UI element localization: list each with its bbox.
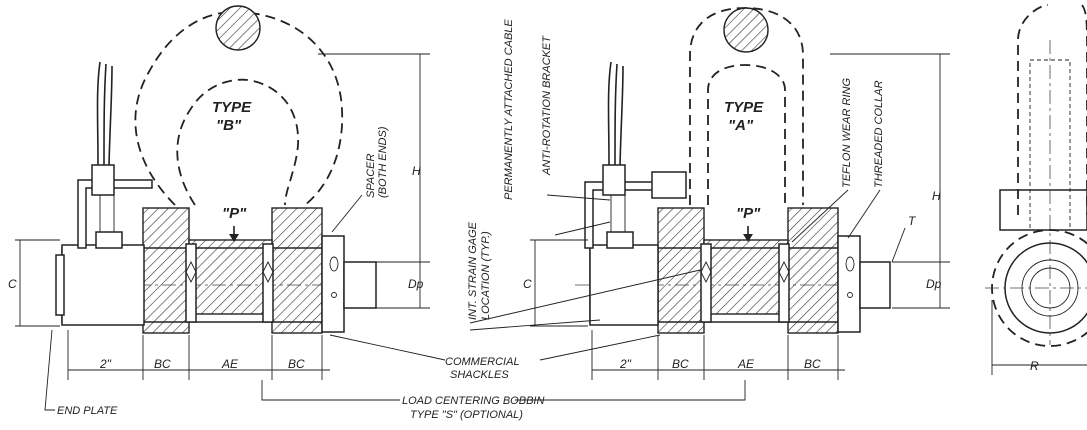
type-b-end-plate: [55, 254, 65, 316]
anti-rotation-label: ANTI-ROTATION BRACKET: [541, 35, 553, 176]
dim-bc-mid-2: BC: [804, 357, 821, 371]
dim-h-left: H: [412, 164, 421, 178]
dim-t: T: [908, 214, 917, 228]
type-a-pin-section: [723, 7, 769, 53]
type-b-view: [15, 5, 430, 411]
type-a-title: TYPE: [724, 99, 764, 116]
type-a-shackle-inner: [707, 64, 786, 205]
bobbin-label: LOAD CENTERING BOBBIN: [402, 395, 544, 407]
teflon-ring-label: TEFLON WEAR RING: [841, 78, 853, 188]
type-b-shackle-inner: [176, 78, 299, 206]
type-a-end-housing: [589, 244, 659, 326]
permanent-cable-label: PERMANENTLY ATTACHED CABLE: [503, 19, 515, 200]
type-b-title: TYPE: [212, 99, 252, 116]
type-b-right-leg: [271, 207, 323, 334]
dim-r: R: [1030, 359, 1039, 373]
dim-bc-mid-1: BC: [672, 357, 689, 371]
dim-dp-mid: Dp: [926, 277, 942, 291]
dim-ae-left: AE: [221, 357, 239, 371]
spacer-sublabel: (BOTH ENDS): [377, 126, 389, 198]
type-b-pin-section: [215, 5, 261, 51]
type-b-bobbin: [188, 239, 273, 315]
dim-bc-left-2: BC: [288, 357, 305, 371]
dim-c-mid: C: [523, 277, 532, 291]
dim-dp-left: Dp: [408, 277, 424, 291]
type-a-view: [261, 7, 950, 401]
type-a-right-leg: [787, 207, 839, 334]
type-b-thread-stub: [343, 261, 377, 309]
spacer-label: SPACER: [365, 154, 377, 198]
commercial-shackles-sublabel: SHACKLES: [450, 369, 509, 381]
type-b-end-housing: [61, 244, 145, 326]
type-b-load-point: "P": [222, 205, 247, 222]
type-b-connector: [91, 164, 115, 196]
type-b-subtitle: "B": [216, 117, 242, 134]
type-b-anti-rotation-bracket: [77, 179, 153, 249]
dim-2in-left: 2": [99, 357, 112, 371]
threaded-collar-label: THREADED COLLAR: [873, 80, 885, 188]
bobbin-sublabel: TYPE "S" (OPTIONAL): [410, 409, 523, 421]
commercial-shackles-label: COMMERCIAL: [445, 356, 520, 368]
end-view-shackle: [1017, 4, 1087, 215]
type-b-cable: [96, 61, 113, 166]
type-a-subtitle: "A": [728, 117, 754, 134]
type-a-load-point: "P": [736, 205, 761, 222]
type-a-connector: [602, 164, 626, 196]
int-strain-gage-sublabel: LOCATION (TYP.): [480, 231, 492, 320]
dim-bc-left-1: BC: [154, 357, 171, 371]
type-a-cable: [607, 61, 624, 166]
type-b-left-leg: [142, 207, 190, 334]
end-view: [985, 4, 1087, 375]
type-b-spacer: [321, 235, 345, 333]
type-a-bobbin: [703, 239, 789, 315]
dim-c-left: C: [8, 277, 17, 291]
dim-ae-mid: AE: [737, 357, 755, 371]
int-strain-gage-label: INT. STRAIN GAGE: [467, 221, 479, 320]
dim-2in-mid: 2": [619, 357, 632, 371]
type-a-threaded-collar: [837, 235, 861, 333]
end-plate-label: END PLATE: [57, 405, 118, 417]
dim-h-mid: H: [932, 189, 941, 203]
